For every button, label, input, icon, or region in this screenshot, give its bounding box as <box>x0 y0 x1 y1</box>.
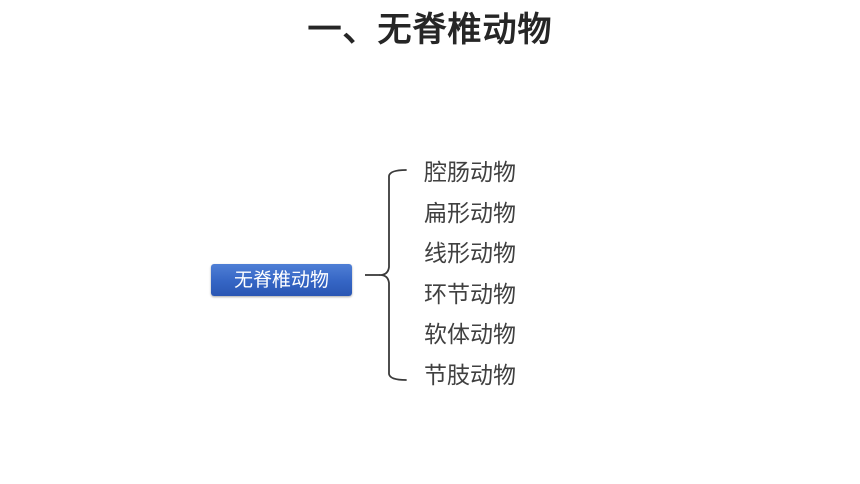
brace-path <box>379 169 407 381</box>
child-node-list: 腔肠动物扁形动物线形动物环节动物软体动物节肢动物 <box>424 154 516 398</box>
child-node-1: 腔肠动物 <box>424 160 516 186</box>
child-node-6: 节肢动物 <box>424 362 516 389</box>
root-node-invertebrates: 无脊椎动物 <box>211 264 352 296</box>
child-node-2: 扁形动物 <box>424 200 516 227</box>
child-node-3: 线形动物 <box>424 241 516 268</box>
curly-brace-connector <box>365 169 407 381</box>
slide-title: 一、无脊椎动物 <box>307 10 553 50</box>
child-node-4: 环节动物 <box>424 281 516 308</box>
child-node-5: 软体动物 <box>424 322 516 349</box>
